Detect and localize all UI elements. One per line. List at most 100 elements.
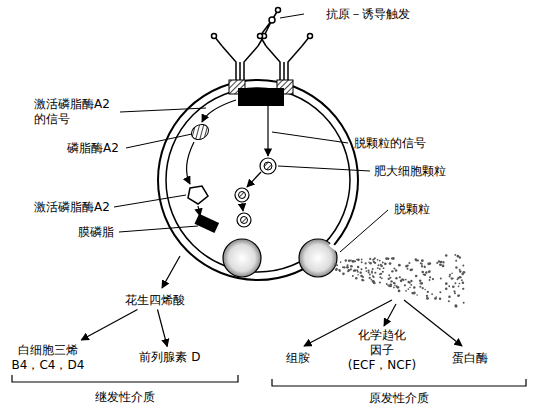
spray-dot [407,288,409,290]
activation-arrow [187,142,194,184]
granule [235,188,249,202]
granule-arrow [247,172,261,187]
spray-dot [379,282,381,284]
spray-dot [374,257,376,259]
spray-dot [388,274,390,276]
node-text: 化学趋化 因子 [354,328,410,358]
spray-dot [385,257,388,260]
spray-dot [369,274,371,276]
spray-dot [361,259,363,261]
spray-dot [420,282,423,285]
spray-dot [410,280,412,282]
spray-dot [442,261,444,263]
spray-dot [388,278,390,280]
spray-dot [372,259,374,261]
annotation-label: 原发性介质 [369,391,429,406]
spray-dot [397,286,400,289]
spray-dot [383,267,385,269]
spray-dot [379,276,381,278]
spray-dot [405,290,407,292]
spray-dot [354,269,357,272]
spray-dot [458,294,460,296]
spray-dot [455,266,457,268]
spray-dot [439,263,442,266]
spray-dot [445,254,447,256]
spray-dot [442,265,445,268]
spray-dot [409,282,411,284]
spray-dot [390,285,392,287]
spray-dot [377,267,379,269]
spray-dot [425,271,427,273]
spray-dot [355,277,357,279]
spray-dot [462,265,464,267]
spray-dot [357,266,359,268]
spray-dot [350,265,353,268]
spray-dot [405,279,407,281]
spray-dot [426,295,428,297]
spray-dot [462,288,464,290]
spray-dot [405,265,408,268]
spray-dot [411,292,413,294]
spray-dot [374,272,376,274]
spray-dot [360,275,362,277]
spray-dot [369,258,371,260]
node-text: 白细胞三烯 B4，C4，D4 [8,343,88,373]
spray-dot [419,279,421,281]
signal-arrow [202,100,236,122]
spray-dot [407,268,409,270]
mediator-node: 蛋白酶 [452,351,488,366]
spray-dot [399,276,401,278]
granule-core [241,217,248,224]
spray-dot [407,281,409,283]
spray-dot [448,295,451,298]
spray-dot [421,266,423,268]
spray-dot [342,266,344,268]
spray-dot [354,260,356,262]
spray-dot [390,280,392,282]
spray-dot [422,287,424,289]
spray-dot [431,293,433,295]
spray-dot [448,285,450,287]
spray-dot [338,269,340,271]
spray-dot [347,264,349,266]
spray-dot [410,284,412,286]
spray-dot [455,305,458,308]
spray-dot [361,275,363,277]
spray-dot [448,300,450,302]
spray-dot [368,272,370,274]
spray-dot [373,276,375,278]
spray-dot [373,281,375,283]
spray-dot [352,275,354,277]
spray-dot [451,277,453,279]
spray-dot [391,270,393,272]
spray-dot [417,259,419,261]
spray-dot [340,261,342,263]
spray-dot [361,268,363,270]
spray-dot [420,262,422,264]
spray-dot [370,279,372,281]
spray-dot [368,261,370,263]
spray-dot [393,268,395,270]
spray-dot [365,262,367,264]
spray-dot [415,275,418,278]
spray-dot [377,259,379,261]
granule [260,158,276,174]
granule-core [264,162,272,170]
spray-dot [357,271,359,273]
spray-dot [419,286,421,288]
spray-dot [457,277,459,279]
spray-dot [394,284,396,286]
spray-dot [393,282,395,284]
spray-dot [426,297,428,299]
spray-dot [350,268,352,270]
spray-dot [419,283,421,285]
activated-phospholipase [188,186,208,204]
spray-dot [440,277,442,279]
pathway-arrow [158,310,168,347]
spray-dot [345,259,347,261]
spray-dot [379,260,381,262]
spray-dot [413,292,415,294]
secondary-bracket [12,375,238,382]
spray-dot [408,262,410,264]
